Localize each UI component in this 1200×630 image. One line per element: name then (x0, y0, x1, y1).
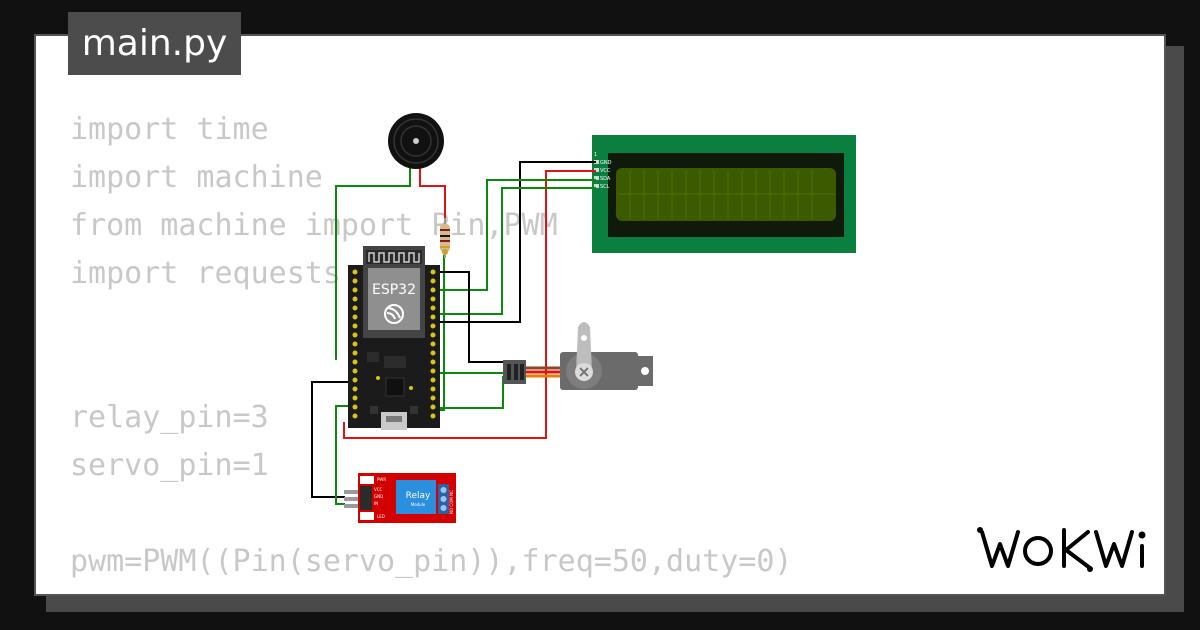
lcd-scl-wire[interactable] (438, 187, 596, 315)
buzzer-wire[interactable] (335, 160, 411, 360)
lcd-display[interactable]: 1 GND VCC SDA SCL (592, 135, 856, 253)
lcd-pin-sda: SDA (600, 176, 611, 182)
servo-gnd-wire[interactable] (438, 271, 505, 363)
code-line: pwm=PWM((Pin(servo_pin)),freq=50,duty=0) (70, 544, 793, 579)
lcd-corner-mark: 1 (594, 152, 597, 158)
lcd-pin-vcc: VCC (600, 168, 611, 174)
espressif-logo-icon (384, 304, 404, 324)
relay-pin-gnd: GND (374, 494, 383, 499)
code-line: servo_pin=1 (70, 448, 269, 483)
code-line: import requests (70, 256, 341, 291)
lcd-sda-wire[interactable] (438, 179, 596, 291)
relay-terminal-labels: NO COM NC (449, 490, 454, 514)
wokwi-logo[interactable] (976, 522, 1152, 578)
lcd-pin-gnd: GND (600, 160, 612, 166)
file-tab[interactable]: main.py (68, 12, 241, 75)
relay-gnd-wire[interactable] (311, 381, 354, 498)
servo-icon[interactable] (503, 322, 653, 390)
relay-pin-in: IN (374, 501, 378, 506)
relay-vcc-wire[interactable] (438, 376, 504, 409)
relay-led-pwr: PWR (377, 477, 386, 482)
wires (311, 160, 596, 505)
esp32-label: ESP32 (372, 282, 416, 298)
relay-subtitle: Module (411, 502, 426, 507)
buzzer-icon[interactable] (388, 113, 444, 169)
code-line: # # from Blynk lib import Blynk # Remote… (70, 586, 1164, 594)
resistor-icon[interactable] (440, 218, 450, 258)
code-line: relay_pin=3 (70, 400, 269, 435)
code-line: from machine import Pin,PWM (70, 208, 558, 243)
lcd-pin-scl: SCL (600, 184, 610, 190)
code-line: import machine (70, 160, 323, 195)
relay-led-led: LED (377, 514, 385, 519)
code-card: import time import machine from machine im… (34, 34, 1166, 596)
lcd-vcc-wire[interactable] (343, 170, 596, 439)
relay-module[interactable]: Relay Module VCC GND IN PWR LED NO COM N… (344, 473, 456, 523)
code-line: import time (70, 112, 269, 147)
esp32-board[interactable]: ESP32 (348, 246, 440, 430)
lcd-gnd-wire[interactable] (438, 161, 596, 323)
relay-in-wire[interactable] (335, 405, 354, 505)
code-listing: import time import machine from machine im… (70, 106, 1164, 594)
buzzer-resistor-wire[interactable] (419, 160, 446, 220)
relay-title: Relay (406, 491, 431, 501)
relay-pin-vcc: VCC (374, 487, 383, 492)
